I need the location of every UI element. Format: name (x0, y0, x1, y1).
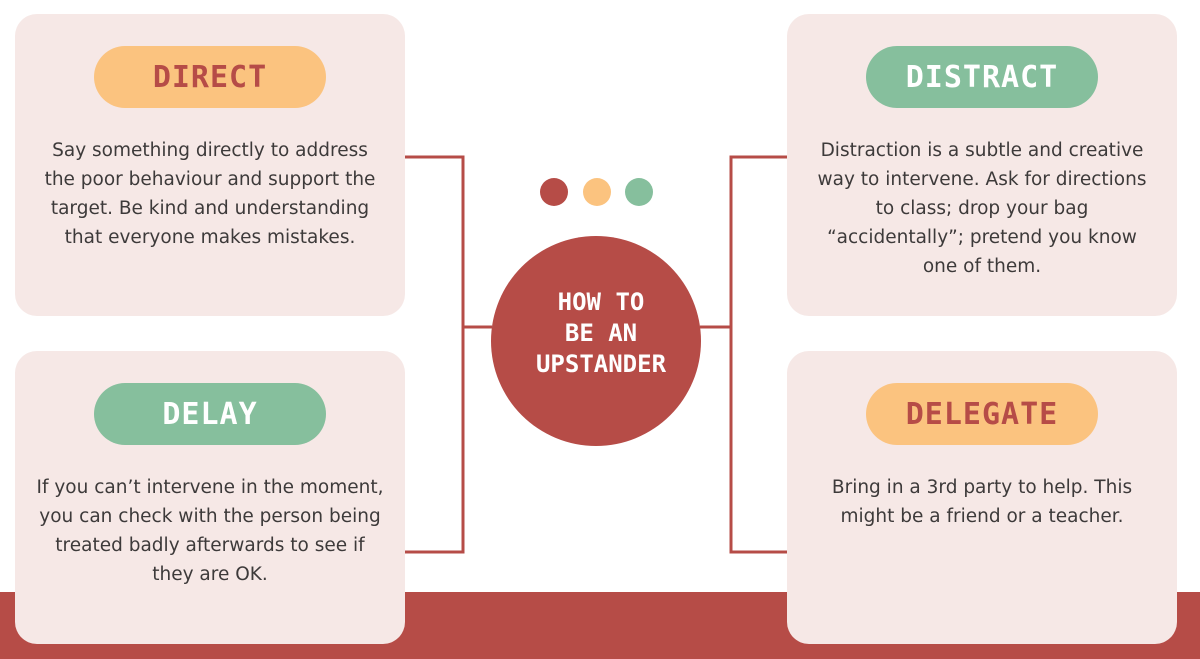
green-dot (625, 178, 653, 206)
distract-label: DISTRACT (866, 46, 1098, 108)
card-distract: DISTRACT Distraction is a subtle and cre… (787, 14, 1177, 316)
center-title: HOW TO BE AN UPSTANDER (535, 288, 667, 378)
connector-right (729, 155, 787, 554)
connector-left (405, 155, 465, 554)
direct-label: DIRECT (94, 46, 326, 108)
direct-description: Say something directly to address the po… (44, 140, 376, 248)
distract-description: Distraction is a subtle and creative way… (817, 140, 1147, 277)
orange-dot (583, 178, 611, 206)
delegate-label: DELEGATE (866, 383, 1098, 445)
delay-description: If you can’t intervene in the moment, yo… (36, 477, 384, 585)
center-circle (491, 236, 701, 446)
card-delay: DELAY If you can’t intervene in the mome… (15, 351, 405, 644)
card-direct: DIRECT Say something directly to address… (15, 14, 405, 316)
card-delegate: DELEGATE Bring in a 3rd party to help. T… (787, 351, 1177, 644)
delay-label: DELAY (94, 383, 326, 445)
delegate-description: Bring in a 3rd party to help. This might… (831, 477, 1133, 527)
red-dot (540, 178, 568, 206)
